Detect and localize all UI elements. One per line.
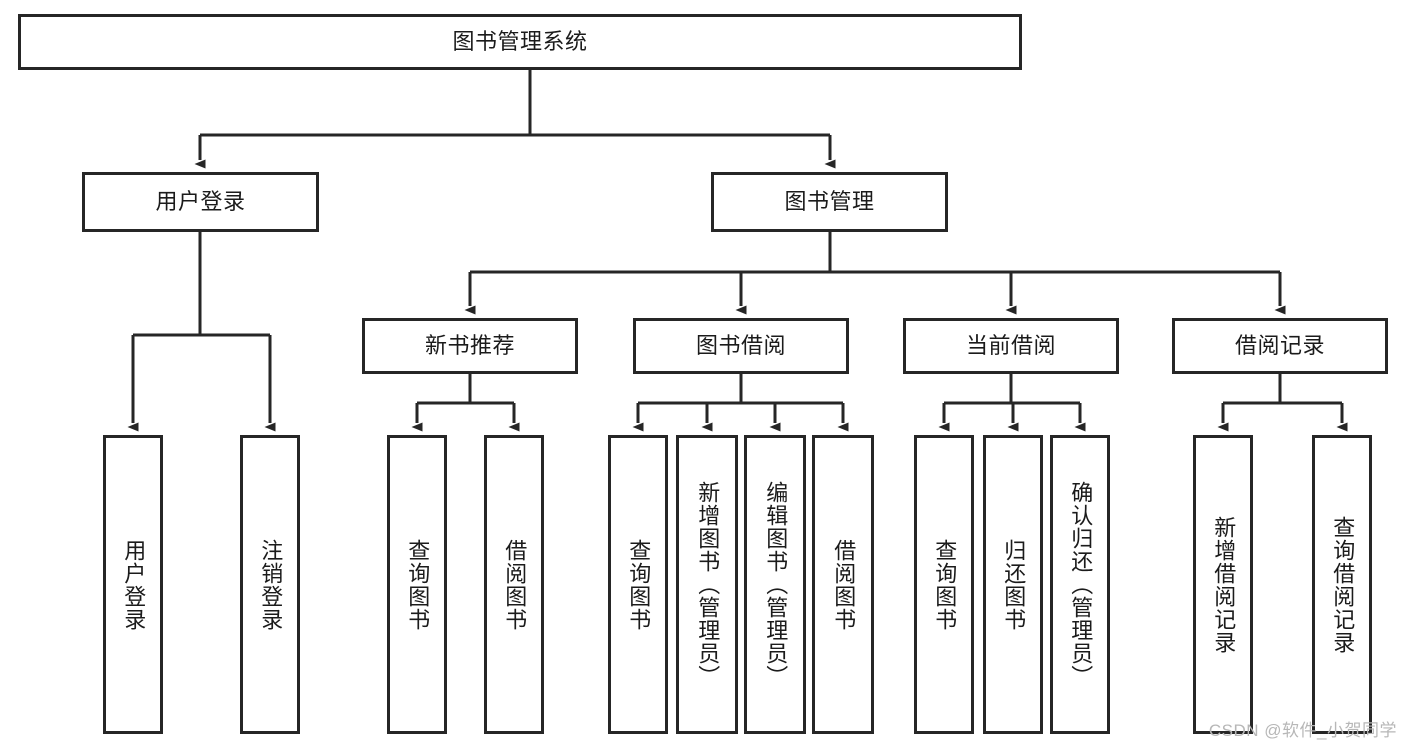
node-current-borrow[interactable]: 当前借阅	[903, 318, 1119, 374]
node-leaf-query-book-2[interactable]: 查询图书	[608, 435, 668, 734]
node-leaf-add-book-label: 新增图书（管理员）	[695, 481, 721, 688]
node-leaf-user-login[interactable]: 用户登录	[103, 435, 163, 734]
node-book-manage-label: 图书管理	[784, 189, 875, 215]
node-user-login-label: 用户登录	[155, 189, 246, 215]
node-leaf-query-record-label: 查询借阅记录	[1330, 515, 1356, 654]
node-leaf-query-book-1-label: 查询图书	[405, 538, 431, 631]
edge-new-book-rec-to-leaves	[411, 374, 520, 432]
node-book-manage[interactable]: 图书管理	[711, 172, 948, 232]
node-leaf-borrow-book-1[interactable]: 借阅图书	[484, 435, 544, 734]
node-leaf-query-book-3-label: 查询图书	[932, 538, 958, 631]
node-leaf-query-book-3[interactable]: 查询图书	[914, 435, 974, 734]
node-current-borrow-label: 当前借阅	[965, 333, 1056, 359]
edge-root-to-level2	[194, 70, 836, 169]
node-leaf-return-book[interactable]: 归还图书	[983, 435, 1043, 734]
node-leaf-return-book-label: 归还图书	[1001, 538, 1027, 631]
node-leaf-add-record-label: 新增借阅记录	[1211, 515, 1237, 654]
node-leaf-logout[interactable]: 注销登录	[240, 435, 300, 734]
node-leaf-add-record[interactable]: 新增借阅记录	[1193, 435, 1253, 734]
node-leaf-query-record[interactable]: 查询借阅记录	[1312, 435, 1372, 734]
node-leaf-query-book-1[interactable]: 查询图书	[387, 435, 447, 734]
node-book-borrow-label: 图书借阅	[695, 333, 786, 359]
node-leaf-edit-book[interactable]: 编辑图书（管理员）	[744, 435, 806, 734]
node-leaf-user-login-label: 用户登录	[121, 538, 147, 631]
node-leaf-confirm-return-label: 确认归还（管理员）	[1068, 481, 1094, 688]
node-new-book-rec-label: 新书推荐	[424, 333, 515, 359]
node-borrow-record[interactable]: 借阅记录	[1172, 318, 1388, 374]
edge-book-borrow-to-leaves	[632, 374, 849, 432]
node-leaf-borrow-book-2[interactable]: 借阅图书	[812, 435, 874, 734]
node-leaf-borrow-book-1-label: 借阅图书	[502, 538, 528, 631]
node-leaf-query-book-2-label: 查询图书	[626, 538, 652, 631]
edge-user-login-to-leaves	[127, 232, 276, 432]
node-leaf-borrow-book-2-label: 借阅图书	[831, 538, 857, 631]
edge-current-borrow-to-leaves	[938, 374, 1086, 432]
node-leaf-edit-book-label: 编辑图书（管理员）	[763, 481, 789, 688]
node-root-label: 图书管理系统	[452, 29, 588, 55]
node-root[interactable]: 图书管理系统	[18, 14, 1022, 70]
edge-borrow-record-to-leaves	[1217, 374, 1348, 432]
node-leaf-confirm-return[interactable]: 确认归还（管理员）	[1050, 435, 1110, 734]
edge-book-manage-to-level3	[464, 232, 1286, 315]
node-leaf-add-book[interactable]: 新增图书（管理员）	[676, 435, 738, 734]
node-book-borrow[interactable]: 图书借阅	[633, 318, 849, 374]
node-new-book-rec[interactable]: 新书推荐	[362, 318, 578, 374]
node-borrow-record-label: 借阅记录	[1234, 333, 1325, 359]
node-user-login[interactable]: 用户登录	[82, 172, 319, 232]
node-leaf-logout-label: 注销登录	[258, 538, 284, 631]
